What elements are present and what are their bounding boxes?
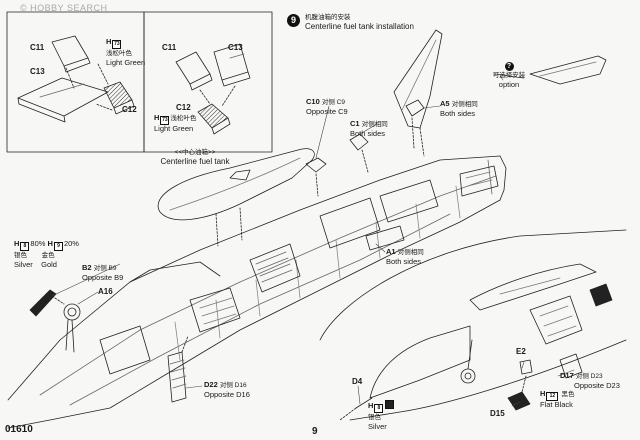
- kit-code: 01610: [5, 424, 33, 435]
- inset-frame-mid: [143, 11, 273, 153]
- option-callout: ? 可选择安装 option: [492, 62, 526, 89]
- nose-detail: [319, 229, 627, 421]
- part-label-a16: A16: [98, 287, 113, 296]
- page-number: 9: [312, 426, 318, 437]
- part-label-c10: C10 对侧 C9 Opposite C9: [306, 97, 348, 116]
- part-label-c11-left: C11: [30, 43, 45, 52]
- part-label-c12-left: C12: [122, 105, 137, 114]
- main-fuselage: [7, 29, 507, 429]
- option-part: [493, 55, 607, 85]
- part-label-a1: A1 对侧相同 Both sides: [386, 247, 424, 266]
- part-label-d17: D17 对侧 D23 Opposite D23: [560, 371, 620, 390]
- part-label-c13-left: C13: [30, 67, 45, 76]
- step-title-cn: 机腹油箱的安装: [305, 14, 351, 21]
- part-label-c11-mid: C11: [162, 43, 177, 52]
- inset-mid-parts: [175, 43, 251, 135]
- part-label-c12-mid: C12: [176, 103, 191, 112]
- part-label-d15: D15: [490, 409, 505, 418]
- watermark: © HOBBY SEARCH: [20, 3, 108, 13]
- tank-label: <<中心油箱>> Centerline fuel tank: [160, 149, 230, 166]
- part-label-a5: A5 对侧相同 Both sides: [440, 99, 478, 118]
- leader-lines: [51, 75, 575, 407]
- part-label-b2: B2 对侧 B9 Opposite B9: [82, 263, 124, 282]
- part-label-d4: D4: [352, 377, 363, 386]
- centerline-fuel-tank: [157, 148, 315, 247]
- inset-left-parts: [17, 35, 135, 123]
- step-title-en: Centerline fuel tank installation: [305, 22, 414, 31]
- part-label-d22: D22 对侧 D16 Opposite D16: [204, 380, 250, 399]
- step-number-badge: 9: [287, 14, 300, 27]
- part-label-e2: E2: [516, 347, 526, 356]
- part-label-c13-mid: C13: [228, 43, 243, 52]
- part-label-c1: C1 对侧相同 Both sides: [350, 119, 388, 138]
